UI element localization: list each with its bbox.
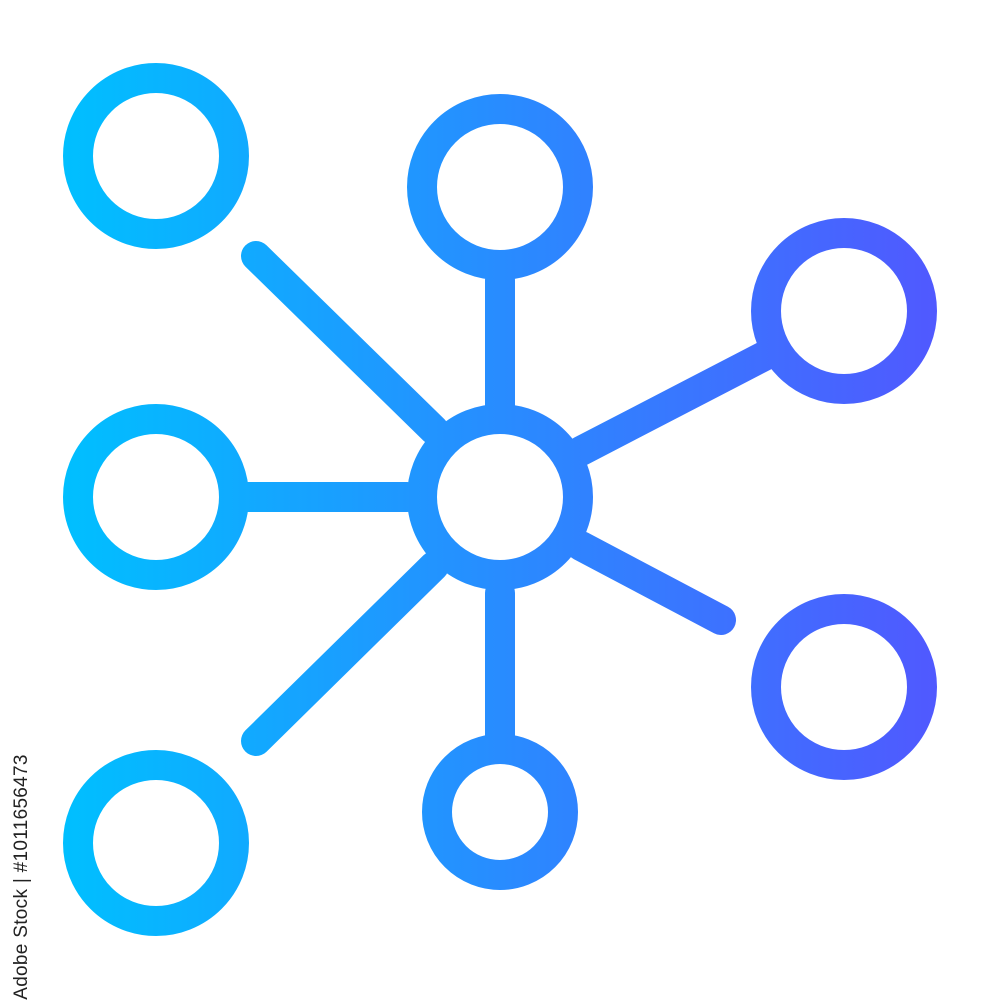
stock-id-text: Adobe Stock | #1011656473 [11, 754, 32, 1000]
node-right-lower [751, 594, 937, 780]
node-top-center [407, 94, 593, 280]
node-left-middle [63, 404, 249, 590]
node-bottom-left [63, 750, 249, 936]
connector-line-lower-left [241, 551, 449, 756]
stock-id-label: Adobe Stock | #1011656473 [2, 754, 42, 1000]
node-bottom-center [422, 734, 578, 890]
connector-line-upper-left [241, 241, 449, 445]
node-right-upper [751, 218, 937, 404]
node-top-left [63, 63, 249, 249]
hub-node [407, 404, 593, 590]
connector-line-upper-right [566, 338, 785, 466]
connector-line-lower-right [566, 531, 736, 635]
